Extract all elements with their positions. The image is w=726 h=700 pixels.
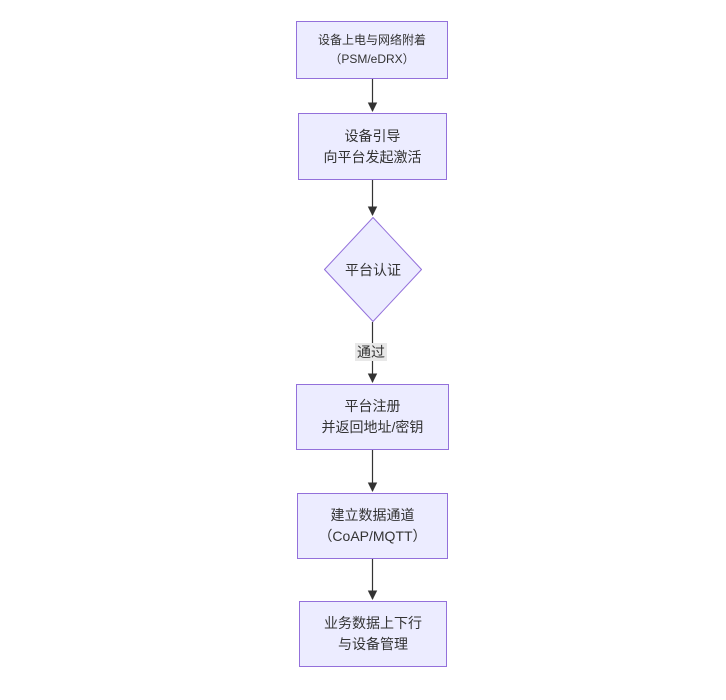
node-label-line: 向平台发起激活: [323, 148, 422, 165]
node-label-line: 设备上电与网络附着: [317, 33, 426, 47]
node-label-line: 平台认证: [345, 261, 401, 278]
edge-label-pass: 通过: [355, 343, 387, 361]
node-label-line: 并返回地址/密钥: [321, 419, 424, 435]
node-label-line: 平台注册: [344, 398, 401, 414]
diamond-shape: [324, 217, 422, 322]
node-label-line: （PSM/eDRX）: [329, 52, 415, 66]
node-label-line: 设备引导: [344, 127, 401, 144]
node-device-power-attach: 设备上电与网络附着 （PSM/eDRX）: [296, 21, 448, 79]
node-label-line: 与设备管理: [338, 636, 408, 652]
node-label-line: 业务数据上下行: [324, 615, 422, 631]
node-platform-auth-decision: 平台认证: [324, 217, 422, 322]
node-label-line: （CoAP/MQTT）: [318, 528, 427, 544]
node-platform-register: 平台注册 并返回地址/密钥: [296, 384, 449, 450]
node-data-channel: 建立数据通道 （CoAP/MQTT）: [297, 493, 448, 559]
node-business-data: 业务数据上下行 与设备管理: [299, 601, 447, 667]
node-label-line: 建立数据通道: [330, 507, 415, 523]
node-device-bootstrap: 设备引导 向平台发起激活: [298, 113, 447, 180]
